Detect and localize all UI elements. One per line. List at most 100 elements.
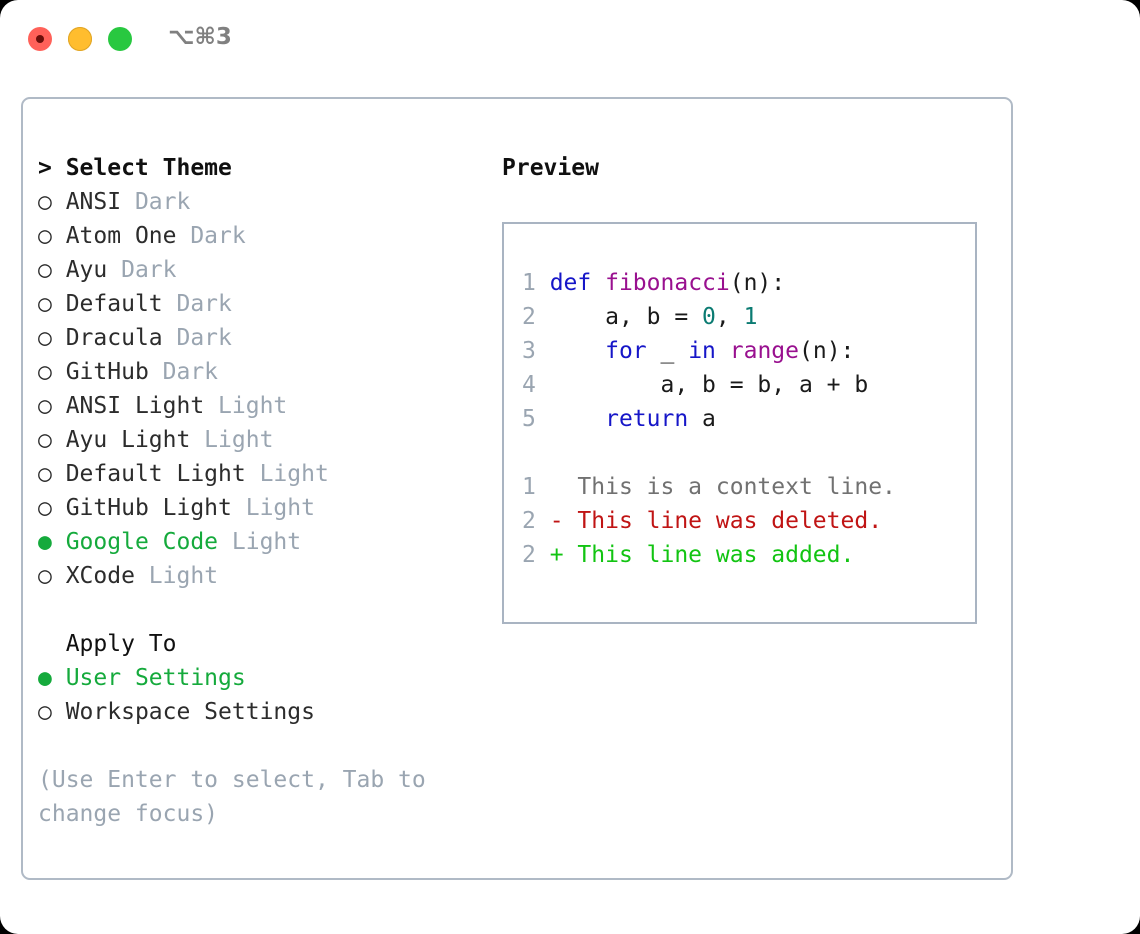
option-label: Google Code (65, 529, 219, 555)
option-tag: Dark (162, 291, 232, 317)
option-tag: Light (218, 529, 302, 555)
option-tag: Dark (121, 189, 191, 215)
code-token (550, 406, 605, 432)
title-bar: ⌥⌘3 (0, 0, 1140, 78)
code-token: (n): (729, 270, 786, 296)
radio-selected-icon: ● (38, 665, 66, 691)
line-number: 2 (522, 508, 550, 534)
code-line: 1 def fibonacci(n): (522, 266, 975, 300)
theme-option-6[interactable]: ○ ANSI Light Light (38, 389, 498, 423)
theme-option-5[interactable]: ○ GitHub Dark (38, 355, 498, 389)
line-number: 3 (522, 338, 550, 364)
minimize-window-icon[interactable] (68, 27, 92, 51)
close-window-icon[interactable] (28, 27, 52, 51)
option-tag: Light (190, 427, 274, 453)
keyboard-shortcut-label: ⌥⌘3 (168, 24, 232, 50)
option-label: GitHub (65, 359, 149, 385)
option-label: Workspace Settings (65, 699, 315, 725)
code-token: fibonacci (605, 270, 730, 296)
line-number: 1 (522, 474, 550, 500)
theme-option-8[interactable]: ○ Default Light Light (38, 457, 498, 491)
diff-line-add: 2 + This line was added. (522, 538, 975, 572)
option-tag: Light (245, 461, 329, 487)
diff-text: - This line was deleted. (549, 508, 883, 534)
option-tag: Dark (162, 325, 232, 351)
main-panel: > Select Theme ○ ANSI Dark○ Atom One Dar… (21, 97, 1013, 880)
theme-option-9[interactable]: ○ GitHub Light Light (38, 491, 498, 525)
radio-unselected-icon: ○ (38, 461, 66, 487)
radio-unselected-icon: ○ (38, 291, 66, 317)
diff-text: This is a context line. (549, 474, 896, 500)
code-token: _ (646, 338, 689, 364)
keyboard-hint: (Use Enter to select, Tab to change focu… (38, 767, 440, 827)
option-label: Atom One (65, 223, 177, 249)
code-token: 1 (743, 304, 758, 330)
radio-selected-icon: ● (38, 529, 66, 555)
radio-unselected-icon: ○ (38, 393, 66, 419)
code-token: in (688, 338, 716, 364)
theme-option-1[interactable]: ○ Atom One Dark (38, 219, 498, 253)
code-token (591, 270, 605, 296)
code-token: for (605, 338, 647, 364)
apply-option-0[interactable]: ● User Settings (38, 661, 498, 695)
code-token (550, 338, 605, 364)
theme-option-4[interactable]: ○ Dracula Dark (38, 321, 498, 355)
option-tag: Dark (107, 257, 177, 283)
code-token: a, b = b, a + b (549, 372, 869, 398)
code-token: range (729, 338, 799, 364)
radio-unselected-icon: ○ (38, 427, 66, 453)
apply-to-option-list: ● User Settings○ Workspace Settings (38, 661, 498, 729)
theme-option-10[interactable]: ● Google Code Light (38, 525, 498, 559)
traffic-lights (28, 27, 132, 51)
code-token: 0 (702, 304, 716, 330)
theme-option-2[interactable]: ○ Ayu Dark (38, 253, 498, 287)
option-label: Ayu Light (65, 427, 191, 453)
line-number: 4 (522, 372, 550, 398)
diff-line-ctx: 1 This is a context line. (522, 470, 975, 504)
radio-unselected-icon: ○ (38, 563, 66, 589)
option-tag: Dark (148, 359, 219, 385)
select-theme-header: > Select Theme (38, 155, 232, 181)
code-token: (n): (799, 338, 855, 364)
line-number: 5 (522, 406, 550, 432)
apply-to-header: Apply To (38, 631, 177, 657)
option-tag: Light (204, 393, 288, 419)
code-line: 4 a, b = b, a + b (522, 368, 975, 402)
theme-option-11[interactable]: ○ XCode Light (38, 559, 498, 593)
code-token: return (605, 406, 689, 432)
option-tag: Light (134, 563, 219, 589)
code-line: 5 return a (522, 402, 975, 436)
code-line: 3 for _ in range(n): (522, 334, 975, 368)
preview-title: Preview (502, 155, 599, 181)
option-tag: Light (231, 495, 315, 521)
code-token: a, b = (549, 304, 703, 330)
zoom-window-icon[interactable] (108, 27, 132, 51)
option-label: ANSI (65, 189, 122, 215)
option-label: Default Light (65, 461, 246, 487)
theme-selector-column: > Select Theme ○ ANSI Dark○ Atom One Dar… (38, 151, 498, 831)
line-number: 2 (522, 542, 550, 568)
line-number: 2 (522, 304, 550, 330)
option-label: Dracula (65, 325, 163, 351)
radio-unselected-icon: ○ (38, 325, 66, 351)
radio-unselected-icon: ○ (38, 495, 66, 521)
code-line: 2 a, b = 0, 1 (522, 300, 975, 334)
theme-option-7[interactable]: ○ Ayu Light Light (38, 423, 498, 457)
code-token: a (688, 406, 716, 432)
code-token (716, 338, 730, 364)
option-label: User Settings (65, 665, 246, 691)
theme-option-0[interactable]: ○ ANSI Dark (38, 185, 498, 219)
theme-option-3[interactable]: ○ Default Dark (38, 287, 498, 321)
apply-option-1[interactable]: ○ Workspace Settings (38, 695, 498, 729)
preview-column: Preview 1 def fibonacci(n):2 a, b = 0, 1… (502, 151, 1002, 624)
option-label: Ayu (65, 257, 108, 283)
code-token: , (715, 304, 744, 330)
radio-unselected-icon: ○ (38, 189, 66, 215)
code-blank-line (522, 436, 975, 470)
radio-unselected-icon: ○ (38, 223, 66, 249)
code-token: def (549, 270, 592, 296)
section-spacer (38, 593, 498, 627)
